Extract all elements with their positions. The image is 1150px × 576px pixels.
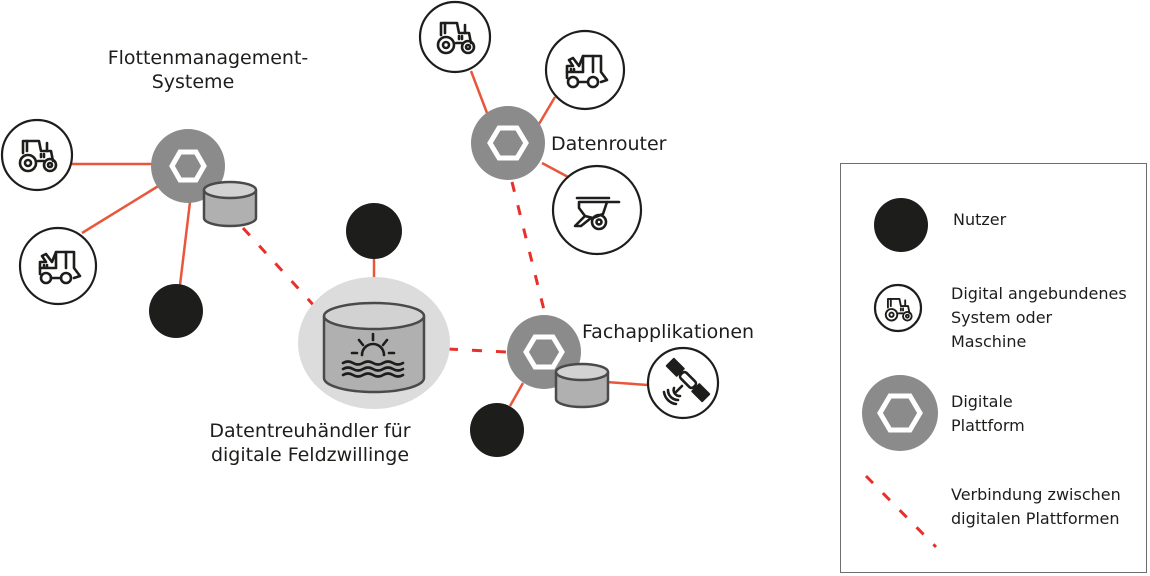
legend-label-connection: Verbindung zwischen digitalen Plattforme… <box>951 483 1121 531</box>
legend-line: Digitale <box>951 392 1013 411</box>
edge-apps-satellite <box>605 380 649 387</box>
machine-router-seeder[interactable] <box>551 164 643 256</box>
label-line: digitale Feldzwillinge <box>210 444 410 466</box>
legend-label-platform: Digitale Plattform <box>951 390 1025 438</box>
label-line: Systeme <box>151 71 235 93</box>
machine-router-tractor[interactable] <box>418 0 492 74</box>
solid-edges <box>72 70 649 407</box>
sun-over-water-icon <box>341 332 405 378</box>
legend-user-dot <box>874 198 928 252</box>
edge-apps-user <box>508 382 525 407</box>
user-trustee[interactable] <box>346 203 402 259</box>
user-apps[interactable] <box>470 403 524 457</box>
legend-line: Verbindung zwischen <box>951 485 1121 504</box>
hexagon-icon <box>487 125 529 161</box>
user-fleet[interactable] <box>149 284 203 338</box>
label-data-trustee: Datentreuhändler für digitale Feldzwilli… <box>180 419 440 467</box>
database-fleet <box>202 180 258 228</box>
legend-label-user: Nutzer <box>953 208 1006 232</box>
legend-dashed-line <box>864 474 938 549</box>
machine-fleet-tractor[interactable] <box>0 118 74 192</box>
legend-symbols <box>862 198 938 549</box>
hexagon-icon <box>523 334 565 370</box>
edge-router-harvester <box>537 96 557 125</box>
hexagon-icon <box>169 149 207 183</box>
legend-line: Digital angebundenes <box>951 284 1127 303</box>
legend-line: digitalen Plattformen <box>951 509 1120 528</box>
legend-line: Nutzer <box>953 210 1007 229</box>
database-apps <box>554 362 610 409</box>
hexagon-icon <box>877 393 923 433</box>
platform-data-router[interactable] <box>471 106 545 180</box>
edge-fleet-user <box>178 201 192 286</box>
edge-router-tractor <box>469 70 489 114</box>
legend-label-machine: Digital angebundenes System oder Maschin… <box>951 282 1127 354</box>
legend-line: Plattform <box>951 416 1025 435</box>
legend-line: System oder <box>951 308 1053 327</box>
legend-line: Maschine <box>951 332 1027 351</box>
machine-apps-satellite[interactable] <box>646 346 720 420</box>
edge-router-apps <box>510 181 548 319</box>
edge-router-seeder <box>541 161 571 180</box>
label-line: Datentreuhändler für <box>209 420 411 442</box>
label-fleet-management: Flottenmanagement- Systeme <box>88 46 328 94</box>
label-data-router: Datenrouter <box>551 133 667 155</box>
edge-fleet-harvester <box>81 183 161 235</box>
platform-fleet-management[interactable] <box>151 129 225 203</box>
machine-router-harvester[interactable] <box>544 29 626 111</box>
data-trustee-store[interactable] <box>298 277 450 409</box>
machine-fleet-harvester[interactable] <box>18 226 98 306</box>
legend <box>840 163 1147 573</box>
label-specialist-apps: Fachapplikationen <box>582 321 755 343</box>
label-line: Flottenmanagement- <box>107 47 309 69</box>
dashed-edges <box>241 181 548 354</box>
edge-trustee-apps <box>447 347 508 354</box>
edge-fleet-trustee <box>241 226 320 312</box>
